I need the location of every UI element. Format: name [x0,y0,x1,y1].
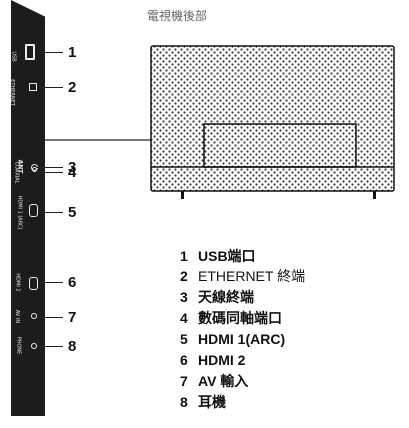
tv-connector-housing [203,123,357,168]
back-view-title: 電視機後部 [147,9,208,23]
legend-label-6: HDMI 2 [198,352,246,368]
legend-number-5: 5 [180,331,188,347]
callout-number-8: 8 [68,338,77,355]
legend-number-2: 2 [180,268,188,284]
callout-number-3: 3 [68,159,77,176]
legend-label-2: ETHERNET 終端 [198,268,306,284]
coaxial-port-icon [32,167,37,172]
callout-number-2: 2 [68,79,77,96]
tv-left-foot [181,191,184,199]
callout-number-5: 5 [68,204,77,221]
legend-item-7: 7 AV 輸入 [180,372,248,390]
legend-number-3: 3 [180,289,188,305]
callout-line-2 [39,87,63,88]
callout-line-7 [37,317,63,318]
legend-number-6: 6 [180,352,188,368]
legend-item-8: 8 耳機 [180,393,226,411]
legend-number-4: 4 [180,310,188,326]
callout-line-5 [38,212,63,213]
av-in-port-icon [31,313,37,319]
callout-line-1 [39,52,63,53]
usb-port-icon [25,44,35,60]
phone-port-icon [31,343,37,349]
legend-label-5: HDMI 1(ARC) [198,331,286,347]
legend-number-8: 8 [180,394,188,410]
legend-label-3: 天線終端 [198,289,254,305]
callout-number-4: 4 [68,164,77,181]
legend-label-7: AV 輸入 [198,373,249,389]
tv-back-panel [150,45,395,192]
legend-item-1: 1 USB端口 [180,247,256,265]
legend-item-2: 2 ETHERNET 終端 [180,267,305,285]
callout-number-6: 6 [68,274,77,291]
hdmi1-port-icon [29,204,38,217]
callout-line-8 [37,346,63,347]
callout-line-4 [37,172,63,173]
legend-item-5: 5 HDMI 1(ARC) [180,330,285,348]
legend-item-3: 3 天線終端 [180,288,254,306]
legend-item-6: 6 HDMI 2 [180,351,245,369]
tv-right-foot [373,191,376,199]
callout-number-7: 7 [68,309,77,326]
ethernet-port-icon [29,83,37,91]
callout-line-3 [37,167,63,168]
hdmi2-port-icon [29,277,38,290]
legend-item-4: 4 數碼同軸端口 [180,309,282,327]
callout-line-6 [38,282,63,283]
callout-number-1: 1 [68,44,77,61]
legend-label-8: 耳機 [198,394,226,410]
legend-label-1: USB端口 [198,248,256,264]
legend-number-1: 1 [180,248,188,264]
legend-number-7: 7 [180,373,188,389]
legend-label-4: 數碼同軸端口 [198,310,282,326]
